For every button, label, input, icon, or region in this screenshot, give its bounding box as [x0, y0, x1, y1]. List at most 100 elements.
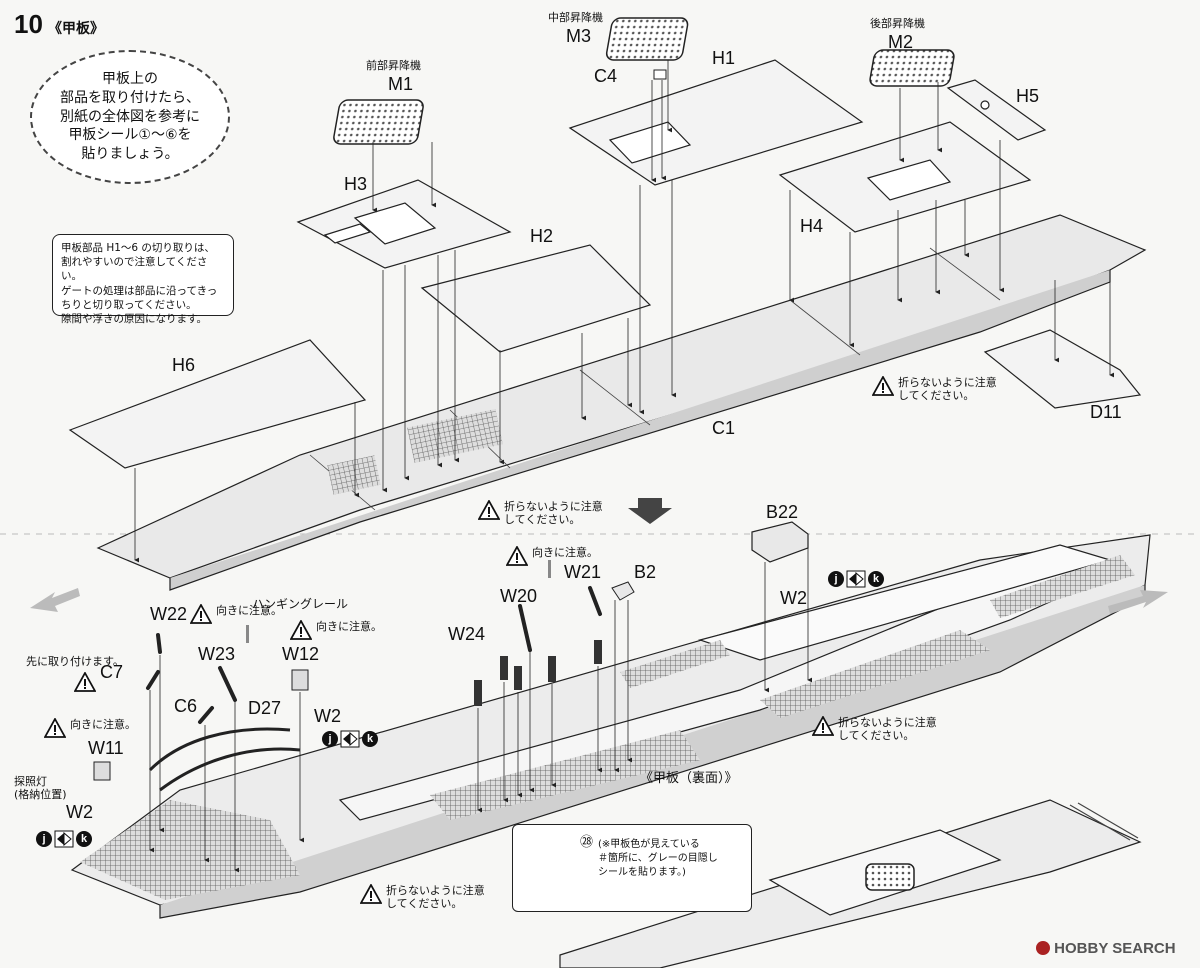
label-h6: H6 [172, 355, 196, 375]
label-h4: H4 [800, 216, 824, 236]
label-h5: H5 [1016, 86, 1040, 106]
j-icon: j [828, 571, 844, 587]
underside-ribs [80, 555, 1135, 900]
label-w2-left: W2 [66, 802, 93, 822]
label-h1: H1 [712, 48, 736, 68]
part-b22 [751, 521, 809, 563]
warn-line: してください。 [386, 897, 463, 911]
part-h3 [296, 179, 512, 269]
k-icon: k [76, 831, 92, 847]
glue-indicator-left: j k [36, 830, 92, 848]
part-m3 [605, 17, 689, 61]
warning-no-bend-right: 折らないように注意してください。 [872, 376, 997, 402]
warn-line: 向きに注意。 [316, 620, 382, 633]
warning-icon [74, 672, 96, 692]
warning-direction-w11: 向きに注意。 [44, 718, 136, 738]
searchlight-line: (格納位置) [14, 787, 67, 801]
watermark: HOBBY SEARCH [1036, 940, 1176, 957]
warn-line: してください。 [898, 389, 975, 403]
warn-line: 折らないように注意 [838, 716, 937, 729]
label-w23: W23 [198, 644, 236, 664]
part-h6 [68, 339, 367, 469]
searchlight-line: 探照灯 [14, 775, 47, 788]
part-w22 [156, 633, 162, 654]
flip-icon [846, 570, 866, 588]
label-c6: C6 [174, 696, 198, 716]
warn-line: 向きに注意。 [70, 718, 136, 731]
part-m1 [333, 99, 424, 145]
label-m1-jp: 前部昇降機 [366, 59, 421, 72]
left-arrow-icon [30, 588, 80, 612]
part-m2 [869, 49, 955, 87]
glue-indicator-right: j k [828, 570, 884, 588]
bubble-text: 甲板上の 部品を取り付けたら、 別紙の全体図を参考に 甲板シール①〜⑥を 貼りま… [60, 70, 200, 163]
step-title: 《甲板》 [48, 21, 105, 37]
warning-icon [812, 716, 834, 736]
sticker-callout [512, 824, 752, 912]
flip-icon [340, 730, 360, 748]
label-b2: B2 [634, 562, 657, 582]
sticker-note-line: ＃箇所に、グレーの目隠し [598, 853, 718, 864]
label-w11: W11 [88, 738, 124, 758]
label-d11: D11 [1090, 402, 1122, 422]
cutting-note: 甲板部品 H1〜6 の切り取りは、 割れやすいので注意してください。 ゲートの処… [52, 234, 234, 325]
part-w23 [218, 666, 237, 702]
j-icon: j [36, 831, 52, 847]
warn-line: してください。 [838, 729, 915, 743]
warn-line: してください。 [504, 513, 581, 527]
label-hanging-rail: ハンギングレール [252, 597, 349, 611]
part-h4 [778, 121, 1032, 233]
warning-direction-rail: 向きに注意。 [290, 620, 382, 640]
warning-icon [44, 718, 66, 738]
flip-icon [54, 830, 74, 848]
deck-partial-view [559, 799, 1142, 968]
sticker-number: ㉘ [580, 835, 594, 850]
part-w11 [93, 761, 111, 781]
label-h3: H3 [344, 174, 368, 194]
label-w12: W12 [282, 644, 320, 664]
warning-no-bend-mid: 折らないように注意してください。 [478, 500, 603, 526]
right-arrow-icon [1108, 590, 1168, 614]
note-line: 割れやすいので注意してください。 [61, 256, 208, 283]
label-m3-jp: 中部昇降機 [548, 11, 603, 24]
label-c4: C4 [594, 66, 618, 86]
warn-line: 折らないように注意 [898, 376, 997, 389]
part-w24 [474, 640, 602, 706]
sticker-note-line: シールを貼ります。) [598, 867, 686, 878]
warning-direction-w22: 向きに注意。 [190, 604, 282, 624]
part-c6 [198, 706, 214, 724]
guide-lines-lower [149, 548, 812, 873]
glue-indicator-mid: j k [322, 730, 378, 748]
label-b22: B22 [766, 502, 799, 522]
watermark-logo-icon [1036, 941, 1050, 955]
warn-line: 折らないように注意 [386, 884, 485, 897]
sticker-note: (※甲板色が見えている ＃箇所に、グレーの目隠し シールを貼ります。) [598, 838, 718, 880]
step-header: 10 《甲板》 [14, 9, 105, 40]
j-icon: j [322, 731, 338, 747]
hanging-rail-parts [246, 560, 551, 643]
step-number: 10 [14, 9, 43, 39]
label-searchlight: 探照灯 (格納位置) [14, 775, 67, 801]
warning-direction-w20: 向きに注意。 [506, 546, 598, 566]
label-m2-jp: 後部昇降機 [870, 17, 925, 30]
label-m1: M1 [388, 74, 414, 94]
label-m2: M2 [888, 32, 914, 52]
warning-icon [478, 500, 500, 520]
warn-line: 向きに注意。 [532, 546, 598, 559]
warn-line: 向きに注意。 [216, 604, 282, 617]
part-w12 [291, 669, 309, 691]
k-icon: k [868, 571, 884, 587]
part-d11 [983, 329, 1142, 409]
part-b2 [611, 581, 635, 601]
label-w2-right: W2 [780, 588, 807, 608]
part-c7 [146, 670, 160, 690]
label-d27: D27 [248, 698, 282, 718]
note-line: 隙間や浮きの原因になります。 [61, 312, 207, 325]
label-w20: W20 [500, 586, 538, 606]
note-line: ゲートの処理は部品に沿ってきっ [61, 284, 218, 297]
label-w21: W21 [564, 562, 602, 582]
label-c1: C1 [712, 418, 736, 438]
label-h2: H2 [530, 226, 554, 246]
